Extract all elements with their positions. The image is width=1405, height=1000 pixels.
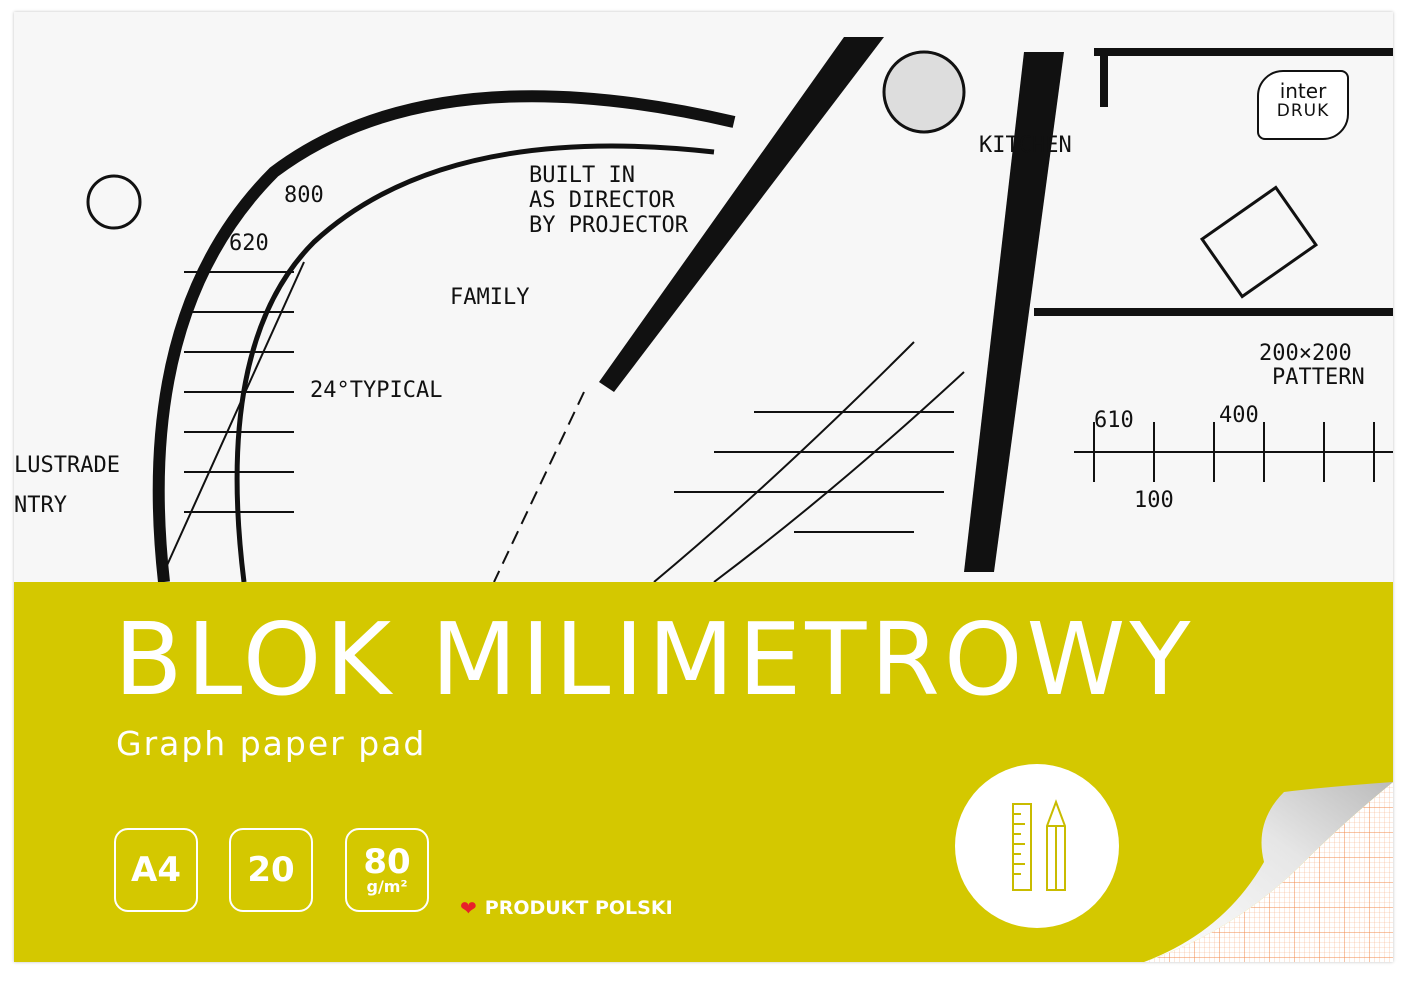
page-curl — [1144, 782, 1393, 962]
blueprint-label: NTRY — [14, 493, 67, 518]
product-subtitle: Graph paper pad — [116, 724, 427, 763]
tools-emblem — [955, 764, 1119, 928]
format-badge: A4 — [114, 828, 198, 912]
logo-text-top: inter — [1279, 79, 1327, 103]
paper-weight-value: 80 — [363, 842, 411, 882]
blueprint-label: 200×200 — [1259, 341, 1352, 366]
paper-weight-badge: 80 g/m² — [345, 828, 429, 912]
paper-weight-unit: g/m² — [366, 877, 408, 896]
blueprint-drawing: BUILT IN AS DIRECTOR BY PROJECTOR FAMILY… — [14, 37, 1393, 582]
blueprint-label: BUILT IN — [529, 163, 635, 188]
blueprint-label: 24°TYPICAL — [310, 378, 442, 403]
blueprint-label: FAMILY — [450, 285, 529, 310]
blueprint-photo: BUILT IN AS DIRECTOR BY PROJECTOR FAMILY… — [14, 12, 1393, 582]
blueprint-label: LUSTRADE — [14, 453, 120, 478]
product-title: BLOK MILIMETROWY — [114, 601, 1195, 718]
blueprint-label: KITCHEN — [979, 133, 1072, 158]
origin-text: PRODUKT POLSKI — [484, 897, 673, 919]
blueprint-label: BY PROJECTOR — [529, 213, 689, 238]
interdruk-logo: inter DRUK — [1257, 70, 1349, 140]
blueprint-label: 620 — [229, 231, 269, 256]
title-band: BLOK MILIMETROWY Graph paper pad A4 20 8… — [14, 582, 1393, 962]
product-cover: BUILT IN AS DIRECTOR BY PROJECTOR FAMILY… — [14, 12, 1393, 962]
blueprint-label: 400 — [1219, 403, 1259, 428]
sheet-count-badge: 20 — [229, 828, 313, 912]
logo-text-bottom: DRUK — [1276, 101, 1330, 121]
origin-label: ❤ PRODUKT POLSKI — [460, 896, 673, 920]
blueprint-label: AS DIRECTOR — [529, 188, 675, 213]
format-value: A4 — [131, 850, 181, 890]
blueprint-label: 610 — [1094, 408, 1134, 433]
pencil-icon — [1046, 799, 1066, 891]
blueprint-label: 800 — [284, 183, 324, 208]
blueprint-label: PATTERN — [1272, 365, 1365, 390]
heart-icon: ❤ — [460, 896, 477, 920]
sheet-count-value: 20 — [247, 850, 295, 890]
ruler-icon — [1012, 803, 1032, 891]
blueprint-label: 100 — [1134, 488, 1174, 513]
